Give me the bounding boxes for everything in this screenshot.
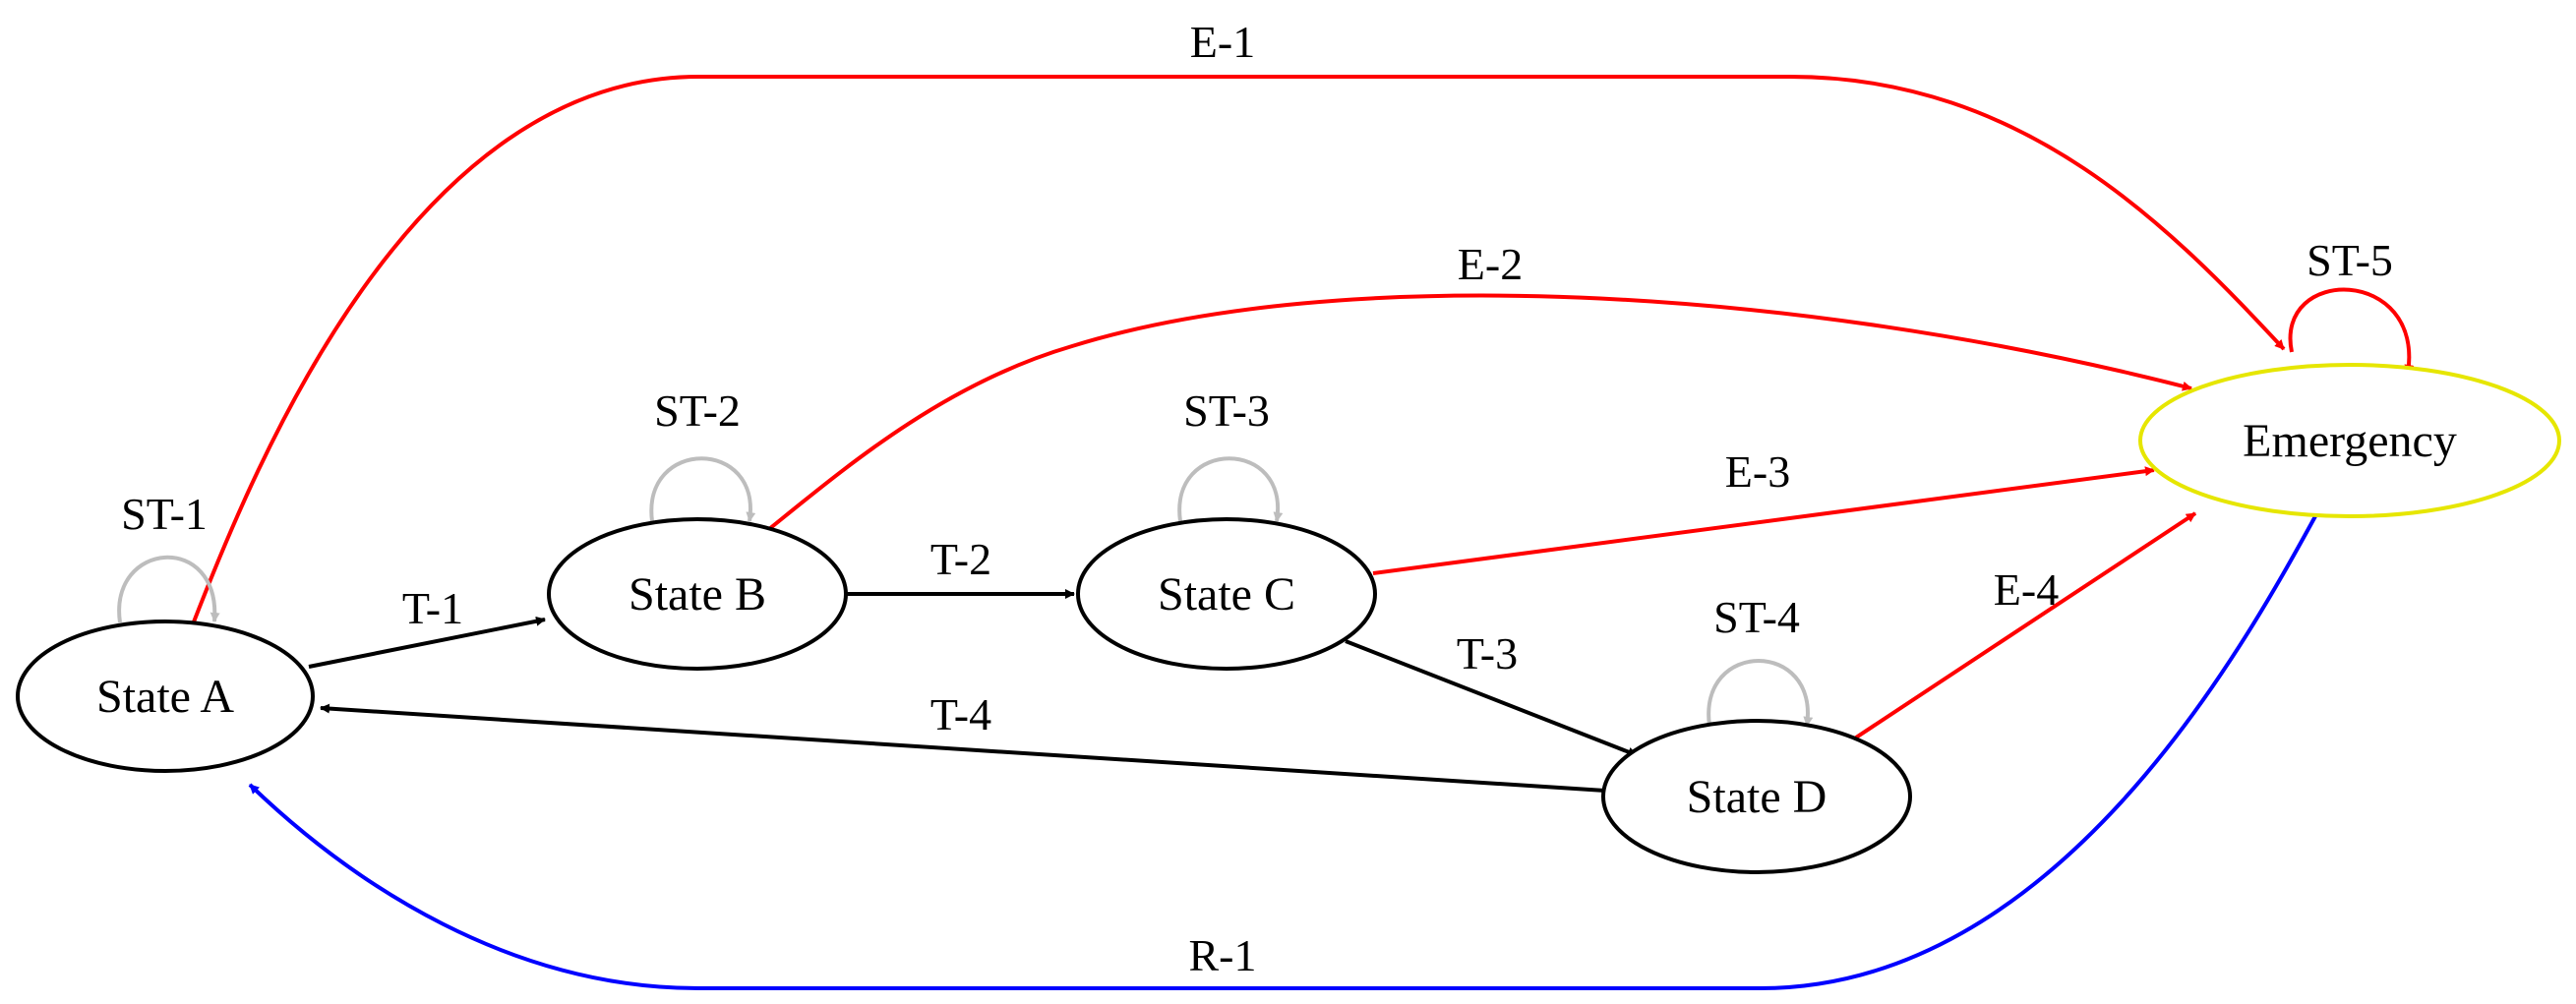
edge-e3 bbox=[1372, 466, 2155, 575]
edge-label-e1: E-1 bbox=[1190, 17, 1255, 67]
edge-label-st2: ST-2 bbox=[654, 385, 741, 436]
node-label-state-a: State A bbox=[96, 671, 234, 723]
node-label-state-b: State B bbox=[629, 568, 766, 620]
edge-st5 bbox=[2288, 287, 2415, 375]
node-label-emergency: Emergency bbox=[2243, 415, 2457, 467]
node-state-a: State A bbox=[16, 620, 315, 773]
edge-label-t2: T-2 bbox=[930, 534, 991, 584]
edge-st2 bbox=[649, 456, 756, 522]
edge-label-e2: E-2 bbox=[1458, 239, 1523, 289]
node-state-c: State C bbox=[1076, 517, 1377, 671]
node-label-state-c: State C bbox=[1158, 568, 1295, 620]
edge-t1 bbox=[308, 616, 546, 669]
edge-label-st5: ST-5 bbox=[2306, 235, 2393, 285]
node-state-d: State D bbox=[1601, 719, 1912, 874]
edge-st3 bbox=[1177, 456, 1284, 522]
edge-st1 bbox=[117, 555, 220, 623]
edge-e2 bbox=[767, 293, 2192, 531]
edge-label-r1: R-1 bbox=[1189, 930, 1257, 980]
edge-t4 bbox=[320, 703, 1606, 793]
edge-label-st1: ST-1 bbox=[121, 489, 208, 539]
edge-label-t4: T-4 bbox=[930, 689, 991, 739]
edge-st4 bbox=[1707, 659, 1814, 727]
node-label-state-d: State D bbox=[1687, 771, 1827, 823]
edge-e1 bbox=[191, 75, 2286, 625]
edge-label-e3: E-3 bbox=[1725, 446, 1790, 497]
edge-label-st3: ST-3 bbox=[1183, 385, 1270, 436]
edge-e4 bbox=[1851, 511, 2197, 741]
edge-r1 bbox=[248, 515, 2317, 990]
edge-label-t3: T-3 bbox=[1457, 628, 1518, 679]
edge-label-e4: E-4 bbox=[1994, 564, 2059, 615]
edge-t3 bbox=[1345, 639, 1638, 757]
node-state-b: State B bbox=[547, 517, 848, 671]
edge-label-st4: ST-4 bbox=[1713, 592, 1800, 642]
edge-label-t1: T-1 bbox=[402, 583, 463, 633]
node-emergency: Emergency bbox=[2138, 363, 2561, 518]
